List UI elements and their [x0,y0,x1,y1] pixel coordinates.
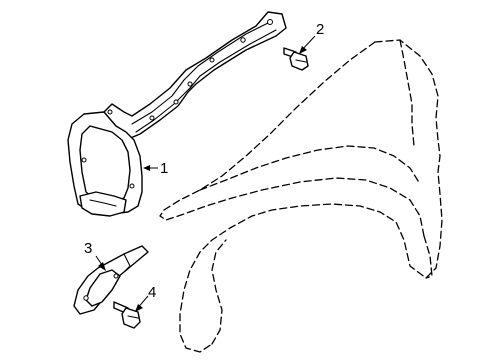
lower-bracket-part-3 [73,245,149,315]
callout-label-3: 3 [84,240,92,257]
bolt-part-2 [283,47,309,71]
callout-label-2: 2 [316,21,324,38]
leader-arrow-4 [135,304,143,312]
callout-label-1: 1 [160,160,168,177]
leader-arrow-3 [98,262,106,271]
callout-label-4: 4 [148,284,156,301]
fender-panel-outline [159,39,443,353]
fender-apron-bracket [67,11,287,217]
leader-arrow-1 [143,165,150,171]
leader-arrow-2 [299,46,307,54]
bolt-part-4 [113,301,141,329]
